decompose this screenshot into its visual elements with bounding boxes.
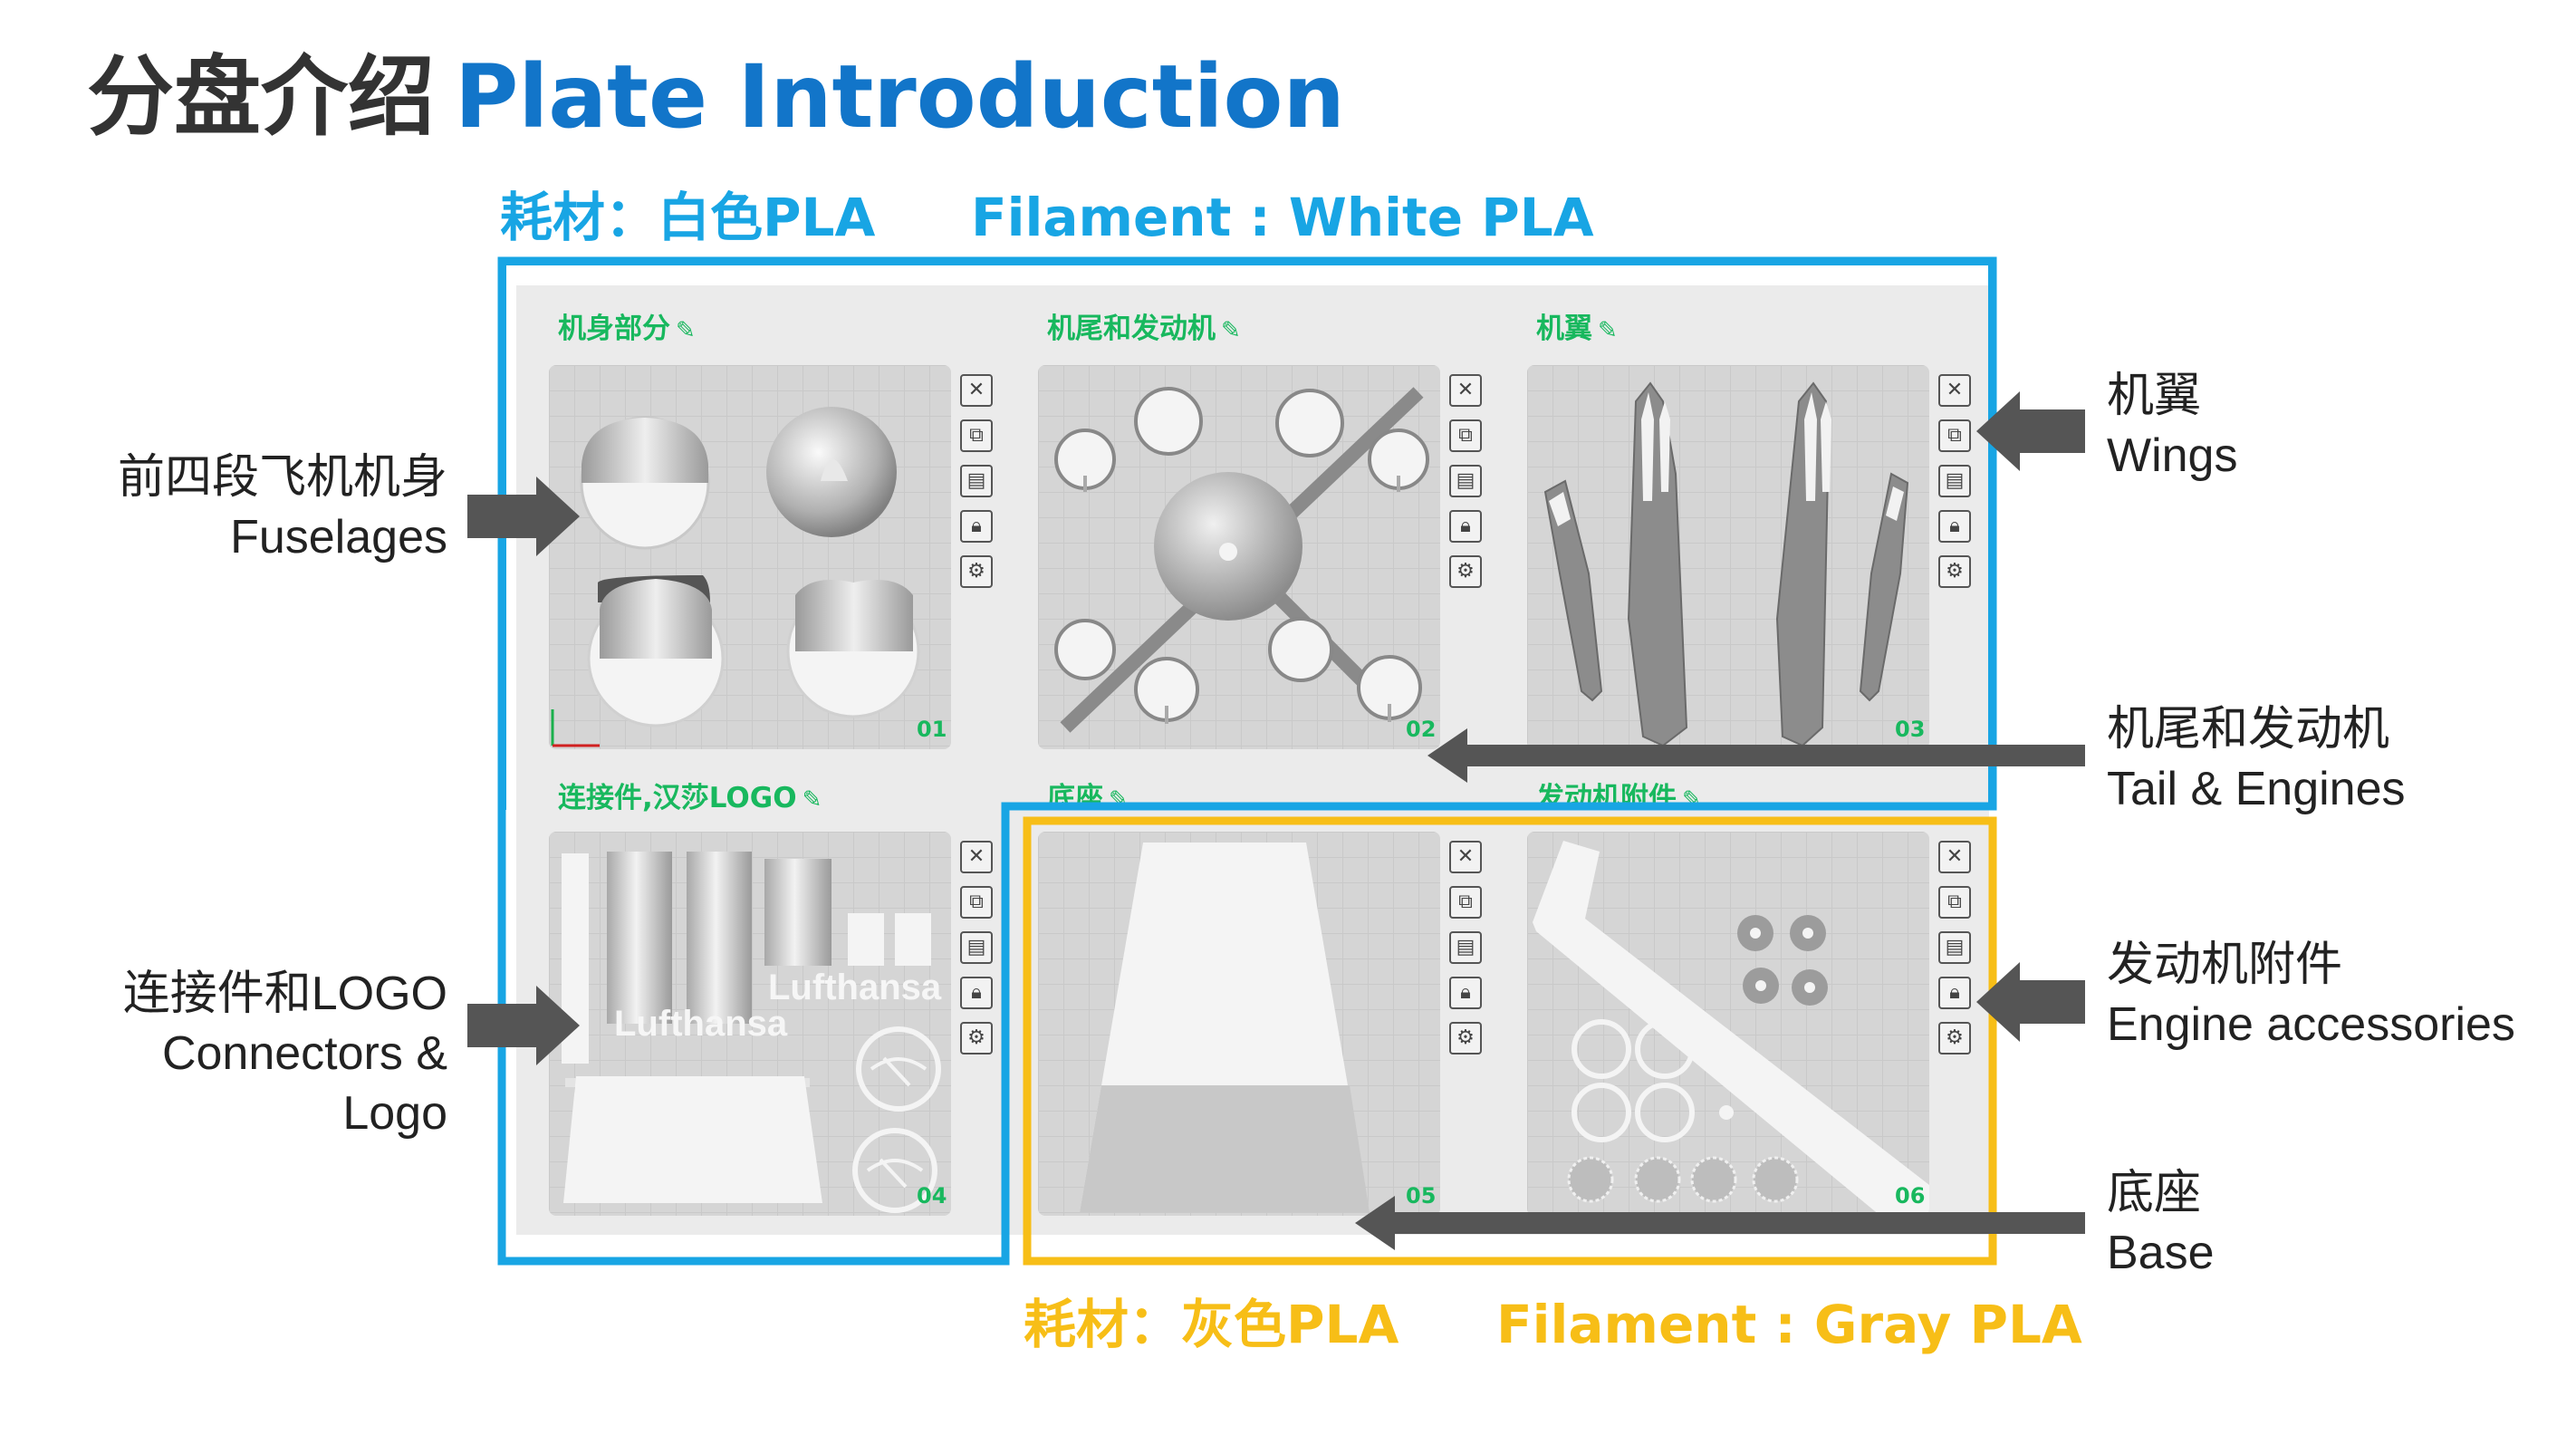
arrange-icon[interactable]: ▤ (960, 931, 993, 964)
callout-wings-zh: 机翼 (2107, 370, 2202, 422)
lock-icon[interactable]: 🔒︎ (1938, 977, 1971, 1009)
callout-fuselages-en: Fuselages (230, 511, 447, 563)
close-icon[interactable]: ✕ (960, 841, 993, 873)
plate-number-4: 04 (917, 1183, 947, 1209)
filament-gray-en: Filament : Gray PLA (1496, 1294, 2082, 1355)
engine-accessories-graphic (1533, 841, 1929, 1216)
callout-engine-accessories: 发动机附件 Engine accessories (2107, 935, 2515, 1055)
plate-toolbar-5: ✕ ⧉ ▤ 🔒︎ ⚙ (1449, 841, 1484, 1067)
title-zh: 分盘介绍 (87, 46, 435, 148)
arrow-engine-accessories-icon (1976, 962, 2085, 1042)
logo-text-2: Lufthansa (614, 1004, 788, 1044)
callout-fuselages-zh: 前四段飞机机身 (117, 451, 447, 504)
plate-thumbnail-5[interactable]: 05 (1038, 832, 1440, 1216)
white-pla-outline-top (498, 257, 1996, 810)
logo-text-1: Lufthansa (768, 968, 942, 1007)
settings-icon[interactable]: ⚙ (960, 1022, 993, 1055)
callout-connectors-zh: 连接件和LOGO (122, 968, 447, 1020)
plate-toolbar-4: ✕ ⧉ ▤ 🔒︎ ⚙ (960, 841, 995, 1067)
base-graphic (1080, 843, 1370, 1212)
filament-white-zh: 耗材：白色PLA (500, 187, 876, 248)
callout-engine-accessories-zh: 发动机附件 (2107, 939, 2343, 991)
callout-base-en: Base (2107, 1227, 2215, 1279)
callout-engine-accessories-en: Engine accessories (2107, 998, 2515, 1051)
filament-gray-zh: 耗材：灰色PLA (1024, 1294, 1399, 1355)
callout-tail-engines: 机尾和发动机 Tail & Engines (2107, 699, 2406, 819)
callout-connectors-en2: Logo (342, 1087, 447, 1140)
callout-wings: 机翼 Wings (2107, 366, 2237, 486)
filament-white-en: Filament : White PLA (971, 187, 1594, 248)
plate-number-5: 05 (1406, 1183, 1437, 1209)
lock-icon[interactable]: 🔒︎ (960, 977, 993, 1009)
arrange-icon[interactable]: ▤ (1449, 931, 1482, 964)
title-en: Plate Introduction (455, 46, 1345, 148)
callout-base-zh: 底座 (2107, 1167, 2202, 1219)
callout-connectors: 连接件和LOGO Connectors & Logo (123, 964, 447, 1143)
plate-thumbnail-6[interactable]: 06 (1527, 832, 1929, 1216)
close-icon[interactable]: ✕ (1938, 841, 1971, 873)
settings-icon[interactable]: ⚙ (1938, 1022, 1971, 1055)
callout-fuselages: 前四段飞机机身 Fuselages (118, 448, 447, 567)
plate-number-6: 06 (1895, 1183, 1926, 1209)
orient-icon[interactable]: ⧉ (960, 886, 993, 919)
settings-icon[interactable]: ⚙ (1449, 1022, 1482, 1055)
close-icon[interactable]: ✕ (1449, 841, 1482, 873)
callout-connectors-en: Connectors & (161, 1027, 447, 1080)
plate-toolbar-6: ✕ ⧉ ▤ 🔒︎ ⚙ (1938, 841, 1973, 1067)
callout-wings-en: Wings (2107, 429, 2238, 482)
plate-thumbnail-4[interactable]: Lufthansa Lufthansa 04 (549, 832, 951, 1216)
orient-icon[interactable]: ⧉ (1938, 886, 1971, 919)
arrange-icon[interactable]: ▤ (1938, 931, 1971, 964)
callout-tail-engines-zh: 机尾和发动机 (2107, 703, 2390, 756)
lock-icon[interactable]: 🔒︎ (1449, 977, 1482, 1009)
orient-icon[interactable]: ⧉ (1449, 886, 1482, 919)
callout-base: 底座 Base (2107, 1163, 2215, 1283)
callout-tail-engines-en: Tail & Engines (2107, 763, 2406, 815)
